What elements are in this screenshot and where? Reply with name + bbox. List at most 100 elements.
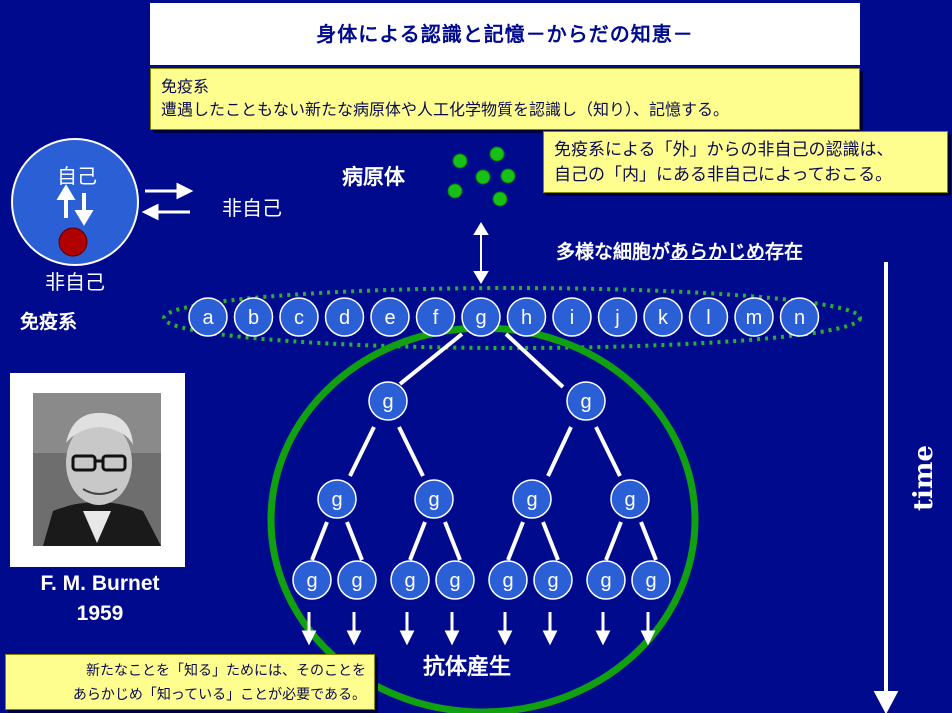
cell-b: b [233,297,274,337]
burnet-year: 1959 [76,602,124,625]
clone-cell-circle [317,479,357,519]
cell-a-circle [188,297,228,337]
clone-cell-label: g [331,489,342,511]
cell-m-label: m [746,307,763,329]
immune-box-heading: 免疫系 [161,77,210,96]
clone-cell: g [368,381,408,421]
nonself-box-line2: 自己の「内」にある非自己によっておこる。 [554,165,893,185]
cell-d-circle [324,297,365,337]
time-arrow-icon [873,262,899,713]
cell-l-label: l [706,307,710,329]
cell-h-circle [506,297,547,337]
clone-cell: g [317,479,357,519]
clone-cell: g [610,479,650,519]
clone-cell-label: g [382,391,393,413]
clone-cell-label: g [645,570,656,592]
clone-cell: g [566,381,606,421]
cell-k-label: k [658,307,669,329]
nonself-inside-label: 非自己 [45,270,105,294]
cell-i-label: i [570,307,574,329]
cell-f-label: f [433,307,439,329]
diversity-label: 多様な細胞があらかじめ存在 [556,237,803,264]
clone-cell-label: g [404,570,415,592]
knowing-box-line2: あらかじめ「知っている」ことが必要である。 [72,687,366,703]
clone-cell-label: g [624,489,635,511]
clone-cell-label: g [600,570,611,592]
diversity-label-before: 多様な細胞が [556,241,671,263]
nonself-dot [58,227,88,257]
immune-box-text: 遭遇したこともない新たな病原体や人工化学物質を認識し（知り）、記憶する。 [161,100,730,119]
clone-cell-circle [390,560,430,600]
cell-d-label: d [339,307,350,329]
time-label: time [909,445,939,511]
cell-n-circle [779,297,820,337]
clone-cell-label: g [502,570,513,592]
clone-cell-circle [488,560,528,600]
clone-cell: g [586,560,626,600]
clone-cell-circle [586,560,626,600]
nonself-box-line1: 免疫系による「外」からの非自己の認識は、 [554,140,894,160]
cell-d: d [324,297,365,337]
cell-h: h [506,297,547,337]
clone-cell-circle [337,560,377,600]
clone-cell: g [414,479,454,519]
cell-f: f [415,297,456,337]
clone-cell: g [512,479,552,519]
antibody-arrows [301,612,656,646]
updown-arrows-icon [56,184,94,226]
title-bar [150,3,860,65]
antibody-production-label: 抗体産生 [423,655,512,680]
clone-cell-circle [368,381,408,421]
cell-n-label: n [794,307,805,329]
knowing-box-line1: 新たなことを「知る」ためには、そのことを [86,663,366,679]
diversity-label-underlined: あらかじめ [670,241,766,263]
clone-cell-circle [512,479,552,519]
cell-c: c [279,297,319,337]
binding-arrow-icon [473,222,489,284]
clone-cell-circle [435,560,475,600]
cell-k-circle [643,297,683,337]
cell-e-label: e [384,307,395,329]
clone-cell: g [435,560,475,600]
diversity-label-after: 存在 [765,241,804,263]
immune-system-box: 免疫系 遭遇したこともない新たな病原体や人工化学物質を認識し（知り）、記憶する。 [150,68,860,130]
clone-cell-circle [610,479,650,519]
cell-repertoire-ellipse [162,286,862,350]
clone-cell: g [533,560,573,600]
cell-c-circle [279,297,319,337]
clone-cell: g [390,560,430,600]
clone-cell-circle [631,560,671,600]
clone-branches [310,332,658,561]
page-title: 身体による認識と記憶－からだの知恵－ [316,22,694,46]
cell-m-circle [734,297,774,337]
cell-j-circle [597,297,638,337]
cell-l: l [688,297,729,337]
burnet-portrait [33,393,161,546]
knowing-box: 新たなことを「知る」ためには、そのことを あらかじめ「知っている」ことが必要であ… [5,654,375,710]
cell-l-circle [688,297,729,337]
cell-e-circle [370,297,410,337]
clone-cell-label: g [428,489,439,511]
clone-cell-label: g [580,391,591,413]
cell-i: i [552,297,592,337]
cell-f-circle [415,297,456,337]
nonself-recognition-box: 免疫系による「外」からの非自己の認識は、 自己の「内」にある非自己によっておこる… [543,131,948,193]
cell-a-label: a [202,307,214,329]
clone-cell: g [292,560,332,600]
burnet-name: F. M. Burnet [40,572,160,595]
self-label: 自己 [57,164,97,188]
clone-cell-circle [566,381,606,421]
clone-cell-circle [414,479,454,519]
cell-n: n [779,297,820,337]
immune-system-label: 免疫系 [20,311,78,333]
cell-b-label: b [248,307,259,329]
clone-cell-label: g [351,570,362,592]
clone-cell-label: g [526,489,537,511]
pathogen-label: 病原体 [342,165,405,189]
nonself-outside-label: 非自己 [222,196,282,220]
cell-k: k [643,297,683,337]
cell-g-circle [461,297,501,337]
